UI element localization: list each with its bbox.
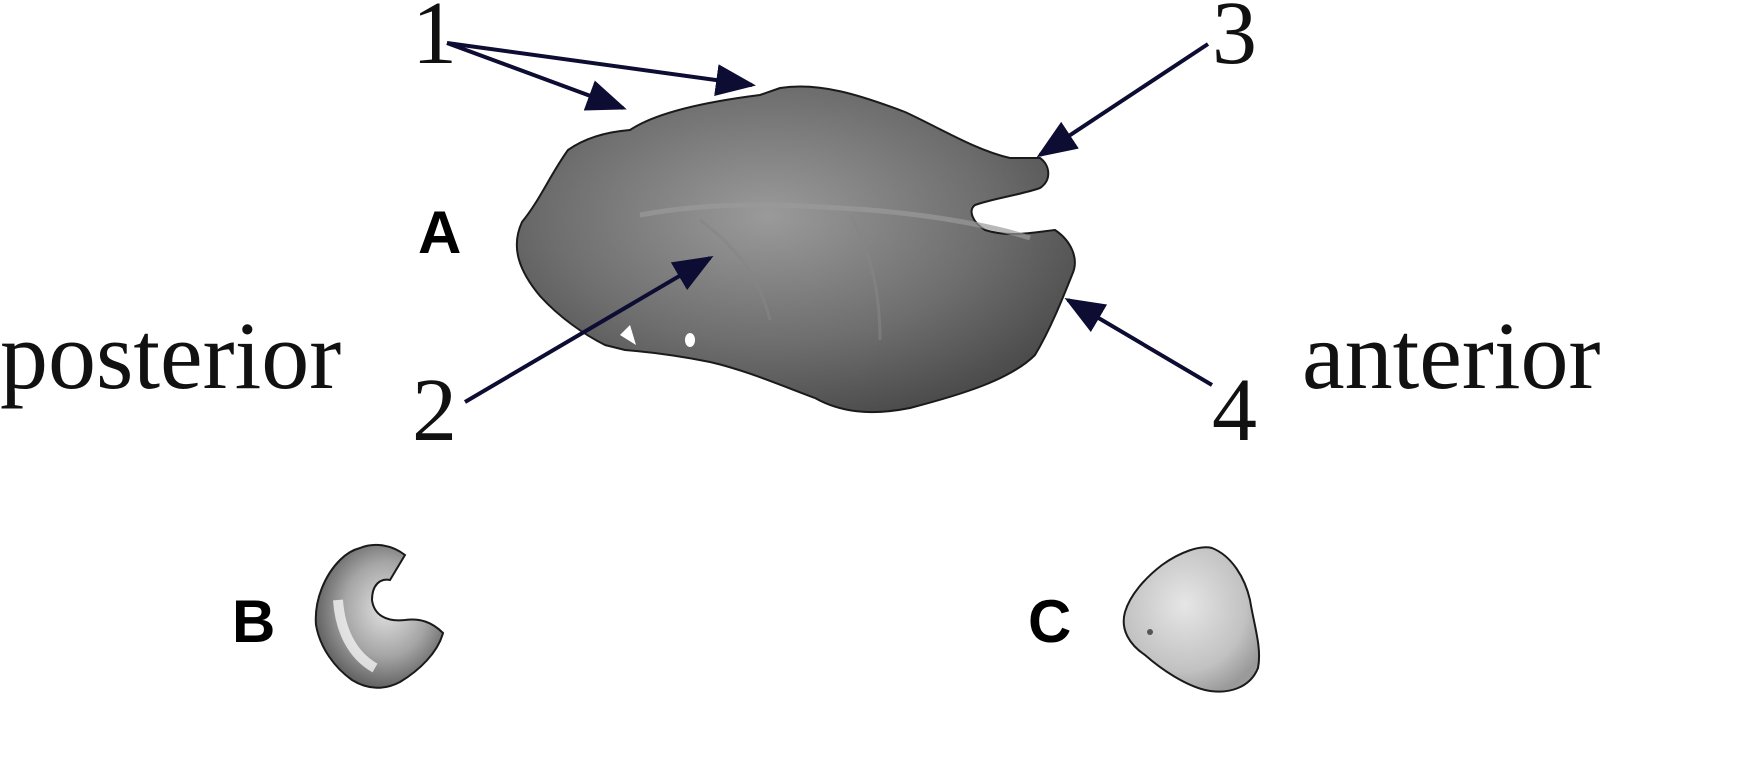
panel-label-b: B [232,588,275,655]
otolith-c [1122,546,1261,693]
callout-2: 2 [412,361,457,460]
panel-label-c: C [1028,588,1071,655]
callout-4: 4 [1212,361,1257,460]
arrow-2 [463,255,714,404]
arrow-4 [1064,297,1214,387]
callout-1: 1 [412,0,457,83]
posterior-label: posterior [0,302,341,409]
arrow-3 [1036,42,1210,158]
otolith-a [515,85,1076,414]
panel-label-a: A [418,199,461,266]
anterior-label: anterior [1302,302,1601,409]
arrow-1a [446,41,756,96]
callout-3: 3 [1212,0,1257,83]
callout-arrows [446,41,1214,404]
otolith-b [314,543,445,689]
arrow-1b [446,41,627,111]
